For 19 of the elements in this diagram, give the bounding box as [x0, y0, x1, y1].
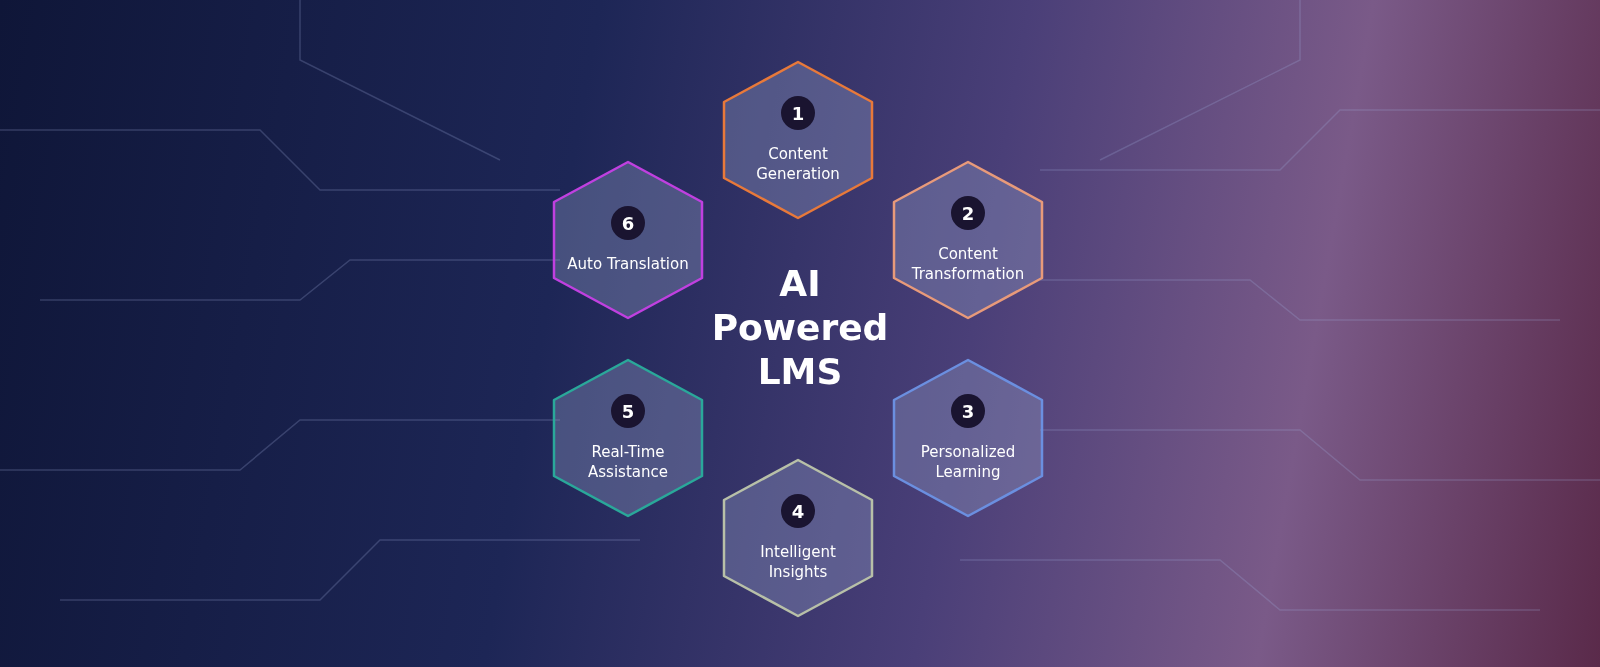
hexagon-card — [890, 358, 1046, 518]
number-badge: 6 — [611, 206, 645, 240]
number-badge: 4 — [781, 494, 815, 528]
card-label: Content Generation — [755, 144, 841, 184]
card-label: Content Transformation — [910, 244, 1026, 284]
hexagon-card — [720, 458, 876, 618]
card-label: Personalized Learning — [919, 442, 1017, 482]
number-badge: 1 — [781, 96, 815, 130]
card-label: Intelligent Insights — [759, 542, 837, 582]
number-badge: 2 — [951, 196, 985, 230]
card-label: Real-Time Assistance — [587, 442, 669, 482]
hexagon-card — [550, 160, 706, 320]
card-label: Auto Translation — [567, 254, 689, 274]
hexagon-card — [550, 358, 706, 518]
hexagon-card — [720, 60, 876, 220]
hexagon-card — [890, 160, 1046, 320]
diagram-title: AI Powered LMS — [710, 262, 890, 394]
number-badge: 5 — [611, 394, 645, 428]
number-badge: 3 — [951, 394, 985, 428]
